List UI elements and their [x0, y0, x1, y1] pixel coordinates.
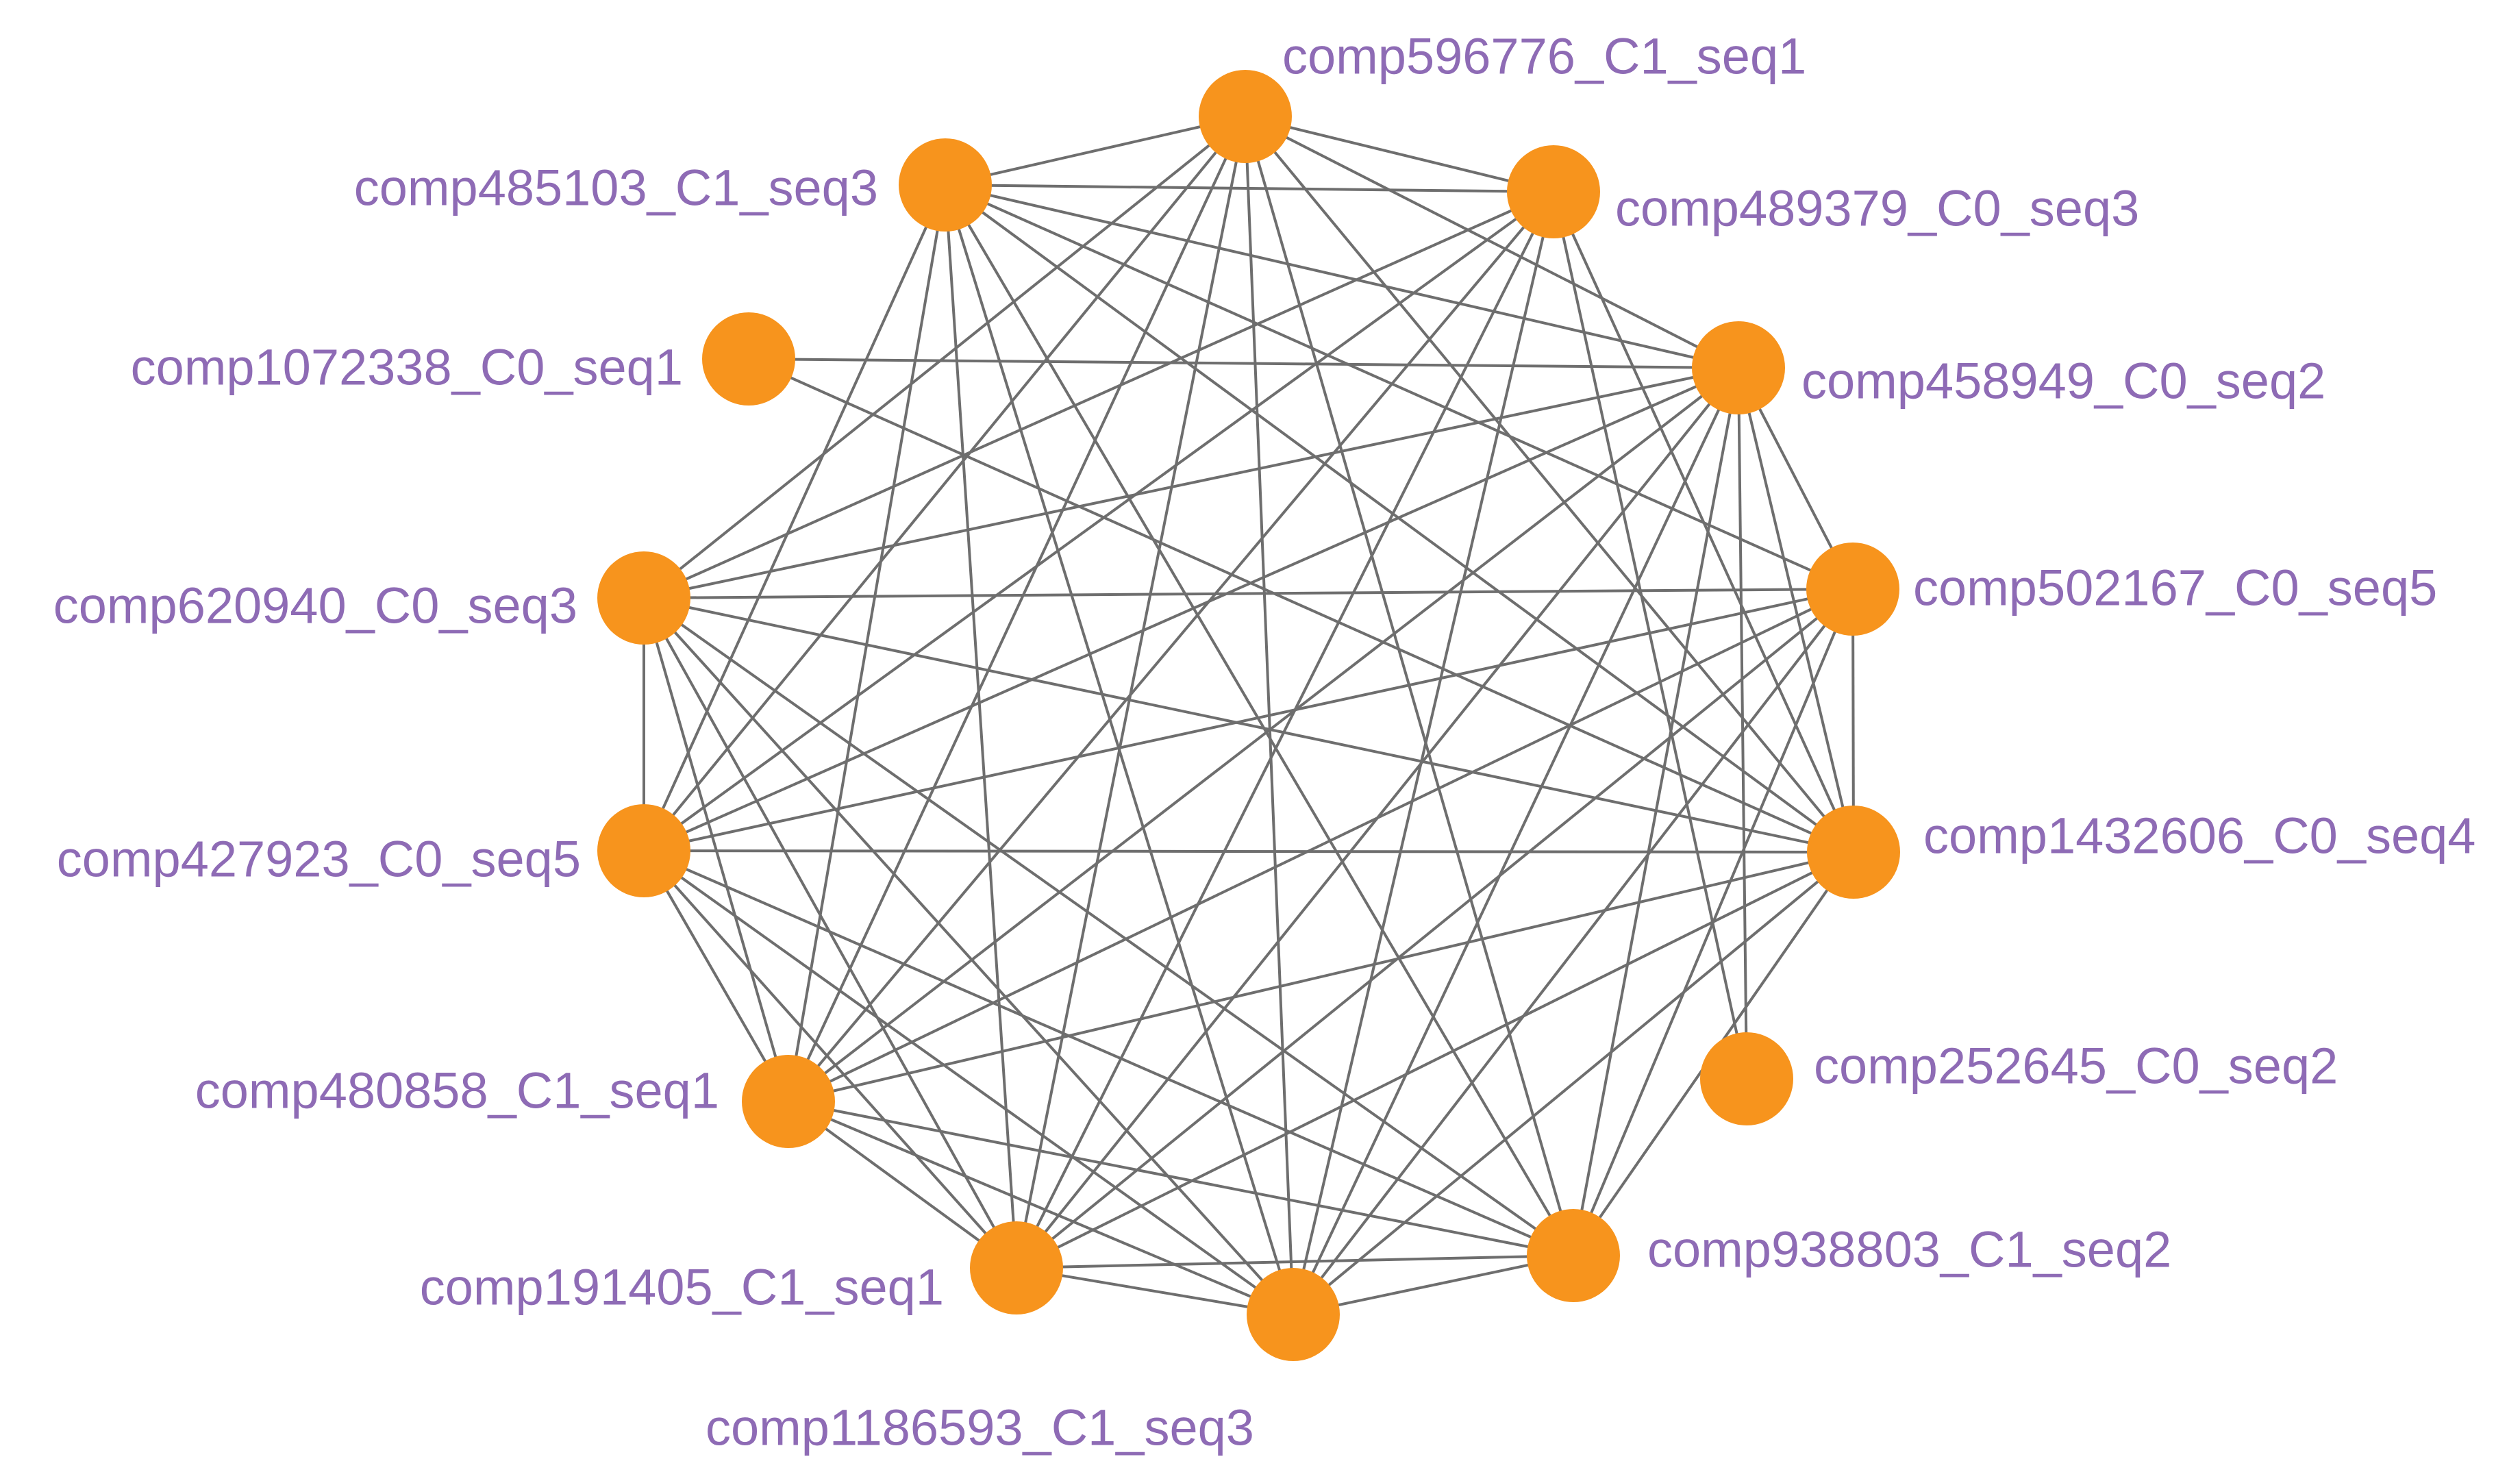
- edge-n8-n10: [643, 850, 790, 1102]
- edge-n2-n8: [643, 184, 947, 851]
- node-n4: [702, 312, 795, 406]
- edge-n5-n8: [643, 366, 1739, 852]
- node-n14: [1247, 1268, 1340, 1361]
- edge-n1-n5: [1245, 115, 1739, 369]
- node-n11: [1700, 1032, 1793, 1125]
- edge-n9-n10: [788, 851, 1854, 1103]
- edge-n10-n13: [788, 1100, 1574, 1257]
- nodes-layer: [597, 70, 1900, 1361]
- node-n12: [970, 1221, 1063, 1314]
- edge-n4-n9: [748, 358, 1854, 853]
- node-label-n6: comp620940_C0_seq3: [53, 577, 577, 634]
- node-n7: [1806, 543, 1899, 636]
- edge-n2-n5: [945, 184, 1739, 369]
- node-n1: [1199, 70, 1292, 163]
- edge-n8-n12: [643, 849, 1018, 1269]
- edge-n5-n6: [643, 366, 1739, 599]
- edge-n1-n2: [945, 115, 1246, 186]
- edge-n6-n14: [643, 597, 1295, 1316]
- node-label-n13: comp938803_C1_seq2: [1647, 1221, 2171, 1278]
- edge-n7-n14: [1292, 588, 1854, 1316]
- edge-n3-n11: [1552, 191, 1748, 1080]
- edge-n14-n13: [1293, 1254, 1574, 1316]
- edge-n3-n14: [1292, 191, 1555, 1315]
- edge-n1-n3: [1245, 115, 1554, 193]
- edge-n7-n12: [1015, 588, 1854, 1269]
- node-n9: [1807, 806, 1900, 899]
- edge-n10-n12: [787, 1100, 1018, 1269]
- edge-n5-n9: [1737, 367, 1855, 853]
- node-n2: [899, 138, 992, 232]
- edge-n7-n8: [643, 588, 1854, 852]
- node-n5: [1692, 321, 1785, 414]
- node-label-n12: comp191405_C1_seq1: [420, 1259, 944, 1316]
- node-label-n14: comp1186593_C1_seq3: [706, 1399, 1254, 1456]
- edge-n2-n7: [945, 184, 1854, 590]
- edge-n12-n13: [1016, 1254, 1574, 1269]
- node-label-n10: comp480858_C1_seq1: [195, 1062, 719, 1119]
- node-label-n3: comp489379_C0_seq3: [1615, 180, 2139, 237]
- edges-layer: [643, 115, 1855, 1316]
- edge-n1-n6: [643, 115, 1247, 599]
- edge-n5-n11: [1737, 367, 1748, 1080]
- edge-n9-n14: [1292, 851, 1855, 1316]
- node-label-n5: comp458949_C0_seq2: [1801, 353, 2325, 410]
- edge-n4-n5: [748, 358, 1739, 369]
- edge-n8-n13: [643, 849, 1574, 1257]
- edge-n3-n12: [1015, 191, 1555, 1269]
- edge-n1-n8: [643, 115, 1247, 852]
- node-n6: [597, 551, 690, 645]
- edge-n8-n9: [643, 849, 1854, 853]
- edge-n12-n14: [1016, 1267, 1294, 1316]
- node-label-n9: comp1432606_C0_seq4: [1923, 808, 2475, 864]
- edge-n2-n10: [787, 184, 947, 1102]
- edge-n5-n10: [787, 366, 1740, 1103]
- edge-n2-n14: [944, 184, 1295, 1315]
- edge-n6-n9: [643, 597, 1854, 853]
- node-label-n7: comp502167_C0_seq5: [1913, 560, 2437, 616]
- node-label-n2: comp485103_C1_seq3: [354, 160, 878, 216]
- edge-n2-n13: [944, 184, 1575, 1257]
- edge-n10-n14: [788, 1100, 1294, 1316]
- edge-n3-n10: [787, 190, 1555, 1103]
- edge-n6-n7: [643, 588, 1854, 599]
- node-label-n4: comp1072338_C0_seq1: [131, 339, 683, 396]
- edge-n2-n12: [944, 184, 1018, 1269]
- node-n3: [1507, 145, 1600, 238]
- node-label-n1: comp596776_C1_seq1: [1282, 28, 1806, 85]
- edge-n3-n8: [643, 190, 1555, 852]
- edge-n7-n10: [788, 588, 1854, 1103]
- node-n13: [1527, 1209, 1620, 1302]
- node-n8: [597, 804, 690, 897]
- edge-n1-n9: [1244, 115, 1855, 853]
- edge-n3-n9: [1552, 191, 1855, 853]
- node-label-n11: comp252645_C0_seq2: [1814, 1038, 2338, 1095]
- node-n10: [742, 1055, 835, 1148]
- edge-n5-n14: [1292, 367, 1740, 1315]
- edge-n6-n13: [643, 597, 1575, 1257]
- edge-n1-n10: [787, 116, 1247, 1102]
- edge-n2-n3: [945, 184, 1554, 193]
- edge-n3-n6: [643, 190, 1554, 599]
- node-label-n8: comp427923_C0_seq5: [57, 831, 581, 888]
- edge-n9-n12: [1016, 851, 1854, 1269]
- edge-n8-n14: [643, 849, 1295, 1316]
